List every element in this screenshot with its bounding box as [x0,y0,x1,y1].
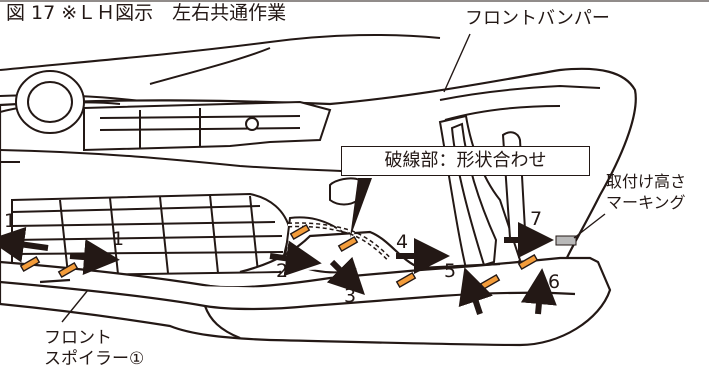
headlight [0,70,332,152]
arrow-6 [520,268,557,315]
front-spoiler-label-line2: スポイラー① [44,349,145,369]
lower-grille [11,192,292,278]
bumper-leader [443,33,471,93]
arrow-2 [269,240,322,277]
marking-leader [573,213,606,239]
arrow-1-left [0,226,49,263]
step-number-1b: 1 [112,228,125,250]
front-spoiler-label: フロント スポイラー① [44,328,144,370]
callout-pointer [350,178,372,238]
height-marking-label-line1: 取付け高さ [606,172,687,191]
step-number-2: 2 [276,260,289,282]
step-number-4: 4 [396,231,409,253]
front-bumper-label: フロントバンパー [465,8,610,29]
height-marking-label: 取付け高さ マーキング [606,171,686,213]
dashed-part-label: 破線部：形状合わせ [384,150,547,171]
spoiler-leader [61,289,89,323]
step-number-6: 6 [548,271,561,293]
step-number-3: 3 [344,285,357,307]
step-arrows [0,222,557,315]
figure-title: 図 17 ※ＬＨ図示 左右共通作業 [6,2,287,24]
arrow-5 [458,267,493,315]
front-spoiler-label-line1: フロント [44,328,112,348]
step-number-7: 7 [530,208,543,230]
arrow-3 [326,256,365,295]
arrow-1-right [69,239,120,276]
dashed-part-callout: 破線部：形状合わせ [341,146,590,176]
bumper-crease [0,84,601,173]
step-number-5: 5 [444,260,457,282]
step-number-1a: 1 [4,210,17,232]
height-marking-label-line2: マーキング [606,193,686,212]
height-marking [555,235,577,246]
